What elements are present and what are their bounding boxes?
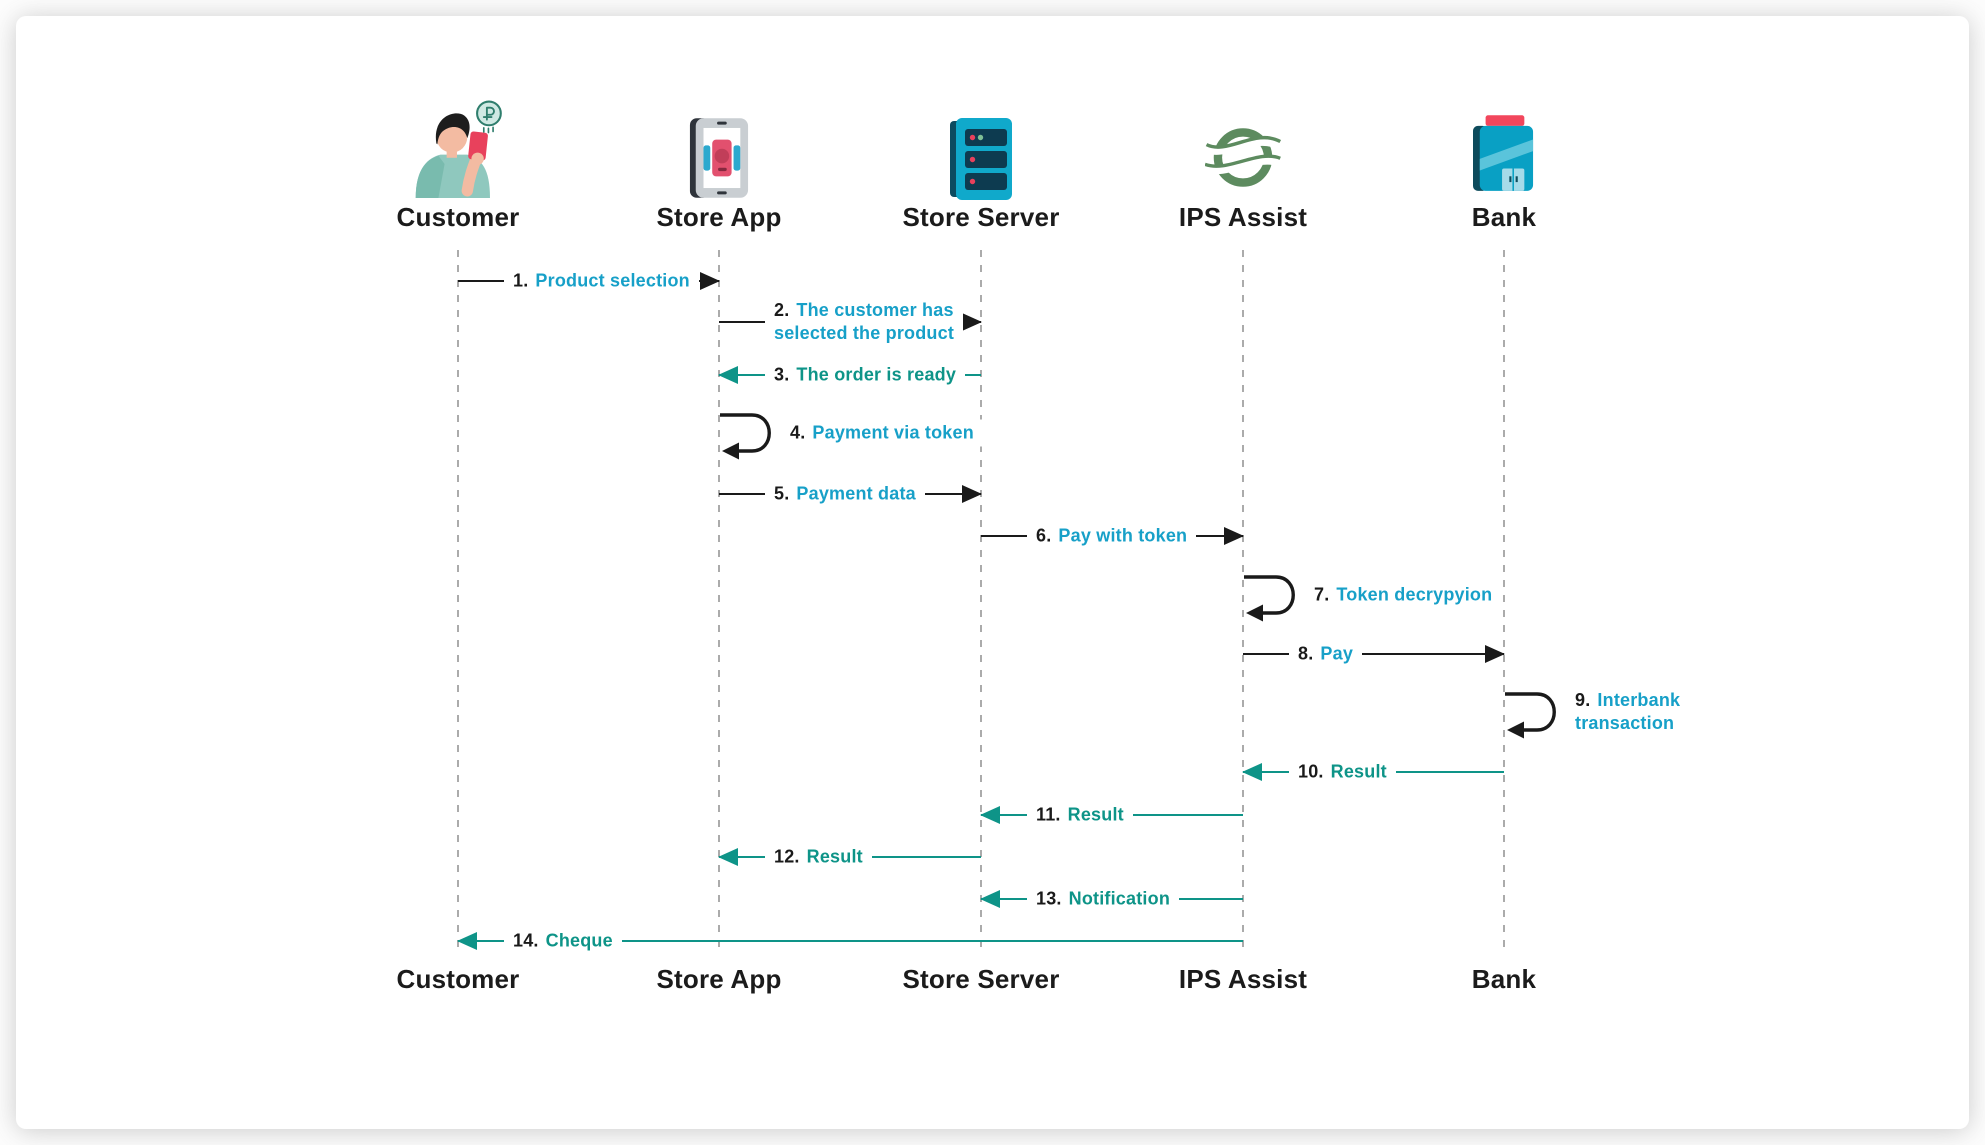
store-app-phone-icon: [688, 116, 750, 200]
message-number: 12.: [774, 846, 800, 867]
message-text: selected the product: [774, 323, 955, 343]
actor-label-top-customer: Customer: [396, 202, 520, 232]
self-loop-arrow-icon: [1505, 692, 1556, 739]
message-number: 9.: [1575, 690, 1591, 710]
actor-label-top-store-app: Store App: [656, 202, 782, 232]
arrowhead-icon: [718, 848, 738, 866]
actor-label-top-store-server: Store Server: [902, 202, 1060, 232]
lifeline-ips-assist: [1242, 250, 1244, 952]
self-loop-arrow-icon: [1244, 575, 1295, 622]
arrowhead-icon: [457, 932, 477, 950]
ips-assist-logo-icon: [1205, 116, 1281, 196]
actor-label-bottom-store-server: Store Server: [902, 964, 1060, 994]
message-text: Result: [1067, 804, 1124, 825]
store-server-icon: [948, 117, 1014, 201]
message-label: 9. Interbank transaction: [1566, 687, 1690, 737]
message-line: [1243, 652, 1504, 656]
message-text: Product selection: [535, 270, 690, 291]
message-label: 1. Product selection: [504, 267, 699, 295]
message-number: 10.: [1298, 761, 1324, 782]
message-text: Interbank: [1597, 690, 1681, 710]
message-label: 5. Payment data: [765, 480, 925, 508]
message-label: 4. Payment via token: [781, 419, 983, 447]
message-number: 8.: [1298, 643, 1314, 664]
arrowhead-icon: [1224, 527, 1244, 545]
message-number: 5.: [774, 483, 790, 504]
actor-label-bottom-store-app: Store App: [656, 964, 782, 994]
actor-label-bottom-ips-assist: IPS Assist: [1178, 964, 1308, 994]
message-number: 2.: [774, 300, 790, 320]
diagram-card: [16, 16, 1969, 1129]
bank-building-icon: [1473, 114, 1535, 194]
message-number: 7.: [1314, 584, 1330, 605]
message-text: The order is ready: [796, 364, 957, 385]
arrowhead-icon: [962, 313, 982, 331]
lifeline-store-app: [718, 250, 720, 952]
lifeline-bank: [1503, 250, 1505, 952]
message-text: Payment via token: [812, 422, 974, 443]
message-label: 11. Result: [1027, 801, 1133, 829]
message-label: 12. Result: [765, 843, 872, 871]
arrowhead-icon: [980, 890, 1000, 908]
message-line: [458, 939, 1243, 943]
actor-label-bottom-customer: Customer: [396, 964, 520, 994]
message-label: 2. The customer has selected the product: [765, 297, 964, 347]
message-label: 8. Pay: [1289, 640, 1363, 668]
actor-label-top-ips-assist: IPS Assist: [1178, 202, 1308, 232]
lifeline-customer: [457, 250, 459, 952]
message-label: 13. Notification: [1027, 885, 1180, 913]
message-text: Cheque: [545, 930, 613, 951]
actor-label-top-bank: Bank: [1471, 202, 1537, 232]
message-text: Result: [1330, 761, 1387, 782]
arrowhead-icon: [700, 272, 720, 290]
arrowhead-icon: [1242, 763, 1262, 781]
self-loop-arrow-icon: [720, 413, 771, 460]
message-label: 10. Result: [1289, 758, 1396, 786]
message-number: 6.: [1036, 525, 1052, 546]
arrowhead-icon: [980, 806, 1000, 824]
arrowhead-icon: [718, 366, 738, 384]
message-text: Pay: [1320, 643, 1354, 664]
actor-label-bottom-bank: Bank: [1471, 964, 1537, 994]
message-text: Notification: [1068, 888, 1171, 909]
message-number: 14.: [513, 930, 539, 951]
message-text: Result: [806, 846, 863, 867]
arrowhead-icon: [962, 485, 982, 503]
message-text: transaction: [1575, 713, 1675, 733]
message-text: Pay with token: [1058, 525, 1188, 546]
message-label: 3. The order is ready: [765, 361, 966, 389]
message-number: 11.: [1036, 804, 1061, 825]
message-text: Payment data: [796, 483, 916, 504]
message-label: 6. Pay with token: [1027, 522, 1197, 550]
message-label: 7. Token decrypyion: [1305, 581, 1502, 609]
lifeline-store-server: [980, 250, 982, 952]
message-number: 13.: [1036, 888, 1062, 909]
message-text: The customer has: [796, 300, 954, 320]
customer-person-icon: [400, 100, 516, 198]
message-number: 4.: [790, 422, 806, 443]
message-number: 3.: [774, 364, 790, 385]
message-number: 1.: [513, 270, 529, 291]
message-label: 14. Cheque: [504, 927, 622, 955]
message-text: Token decrypyion: [1336, 584, 1493, 605]
arrowhead-icon: [1485, 645, 1505, 663]
